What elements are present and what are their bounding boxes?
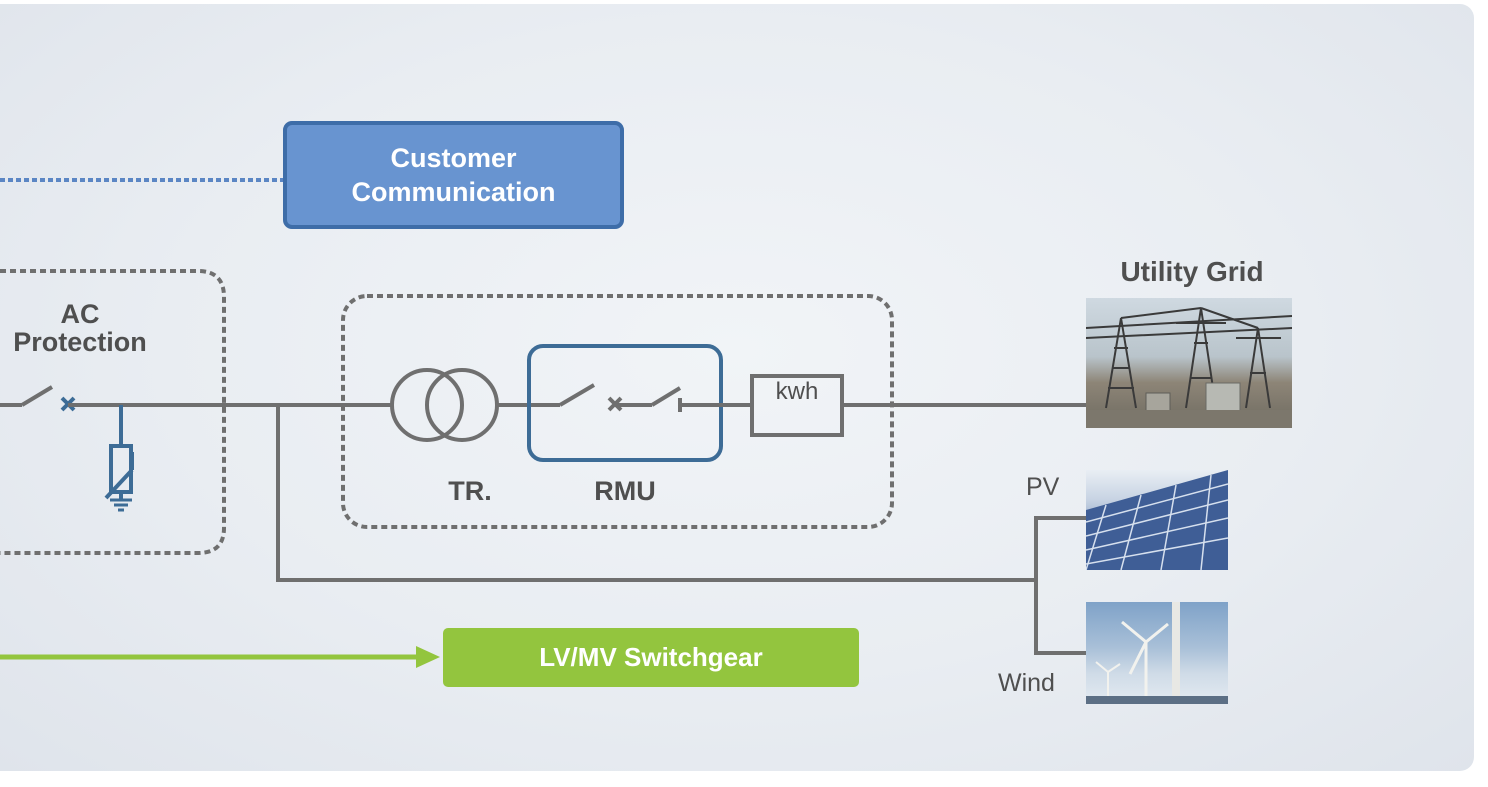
switchgear-box: LV/MV Switchgear bbox=[443, 628, 859, 687]
switchgear-label: LV/MV Switchgear bbox=[539, 642, 763, 672]
rmu-breaker-icon bbox=[558, 383, 596, 407]
ac-protection-title: AC Protection bbox=[0, 300, 160, 356]
load-break-switch-icon bbox=[650, 386, 682, 407]
wind-turbine-photo bbox=[1086, 602, 1228, 704]
pv-panel-photo bbox=[1086, 470, 1228, 570]
meter-label: kwh bbox=[775, 378, 819, 405]
transformer-label: TR. bbox=[448, 476, 492, 506]
surge-arrester-icon bbox=[104, 405, 134, 500]
pv-label: PV bbox=[1026, 473, 1060, 501]
customer-communication-box: Customer Communication bbox=[283, 121, 624, 229]
pv-wind-branch bbox=[1034, 516, 1088, 655]
ac-protection-boundary bbox=[0, 269, 226, 555]
customer-communication-line-1: Customer bbox=[390, 143, 517, 173]
ac-protection-line-1: AC bbox=[60, 299, 100, 329]
utility-grid-photo bbox=[1086, 298, 1292, 428]
rmu-label: RMU bbox=[594, 476, 656, 506]
renewable-feeder bbox=[276, 405, 1036, 582]
transformer-icon bbox=[390, 368, 499, 442]
wind-label: Wind bbox=[998, 669, 1055, 697]
arrow-head-icon bbox=[416, 646, 440, 668]
ground-icon bbox=[110, 498, 132, 512]
utility-grid-label: Utility Grid bbox=[1120, 256, 1264, 287]
substation-boundary bbox=[341, 294, 894, 529]
customer-communication-line-2: Communication bbox=[351, 177, 556, 207]
ac-protection-line-2: Protection bbox=[13, 327, 147, 357]
circuit-breaker-icon bbox=[20, 385, 54, 407]
